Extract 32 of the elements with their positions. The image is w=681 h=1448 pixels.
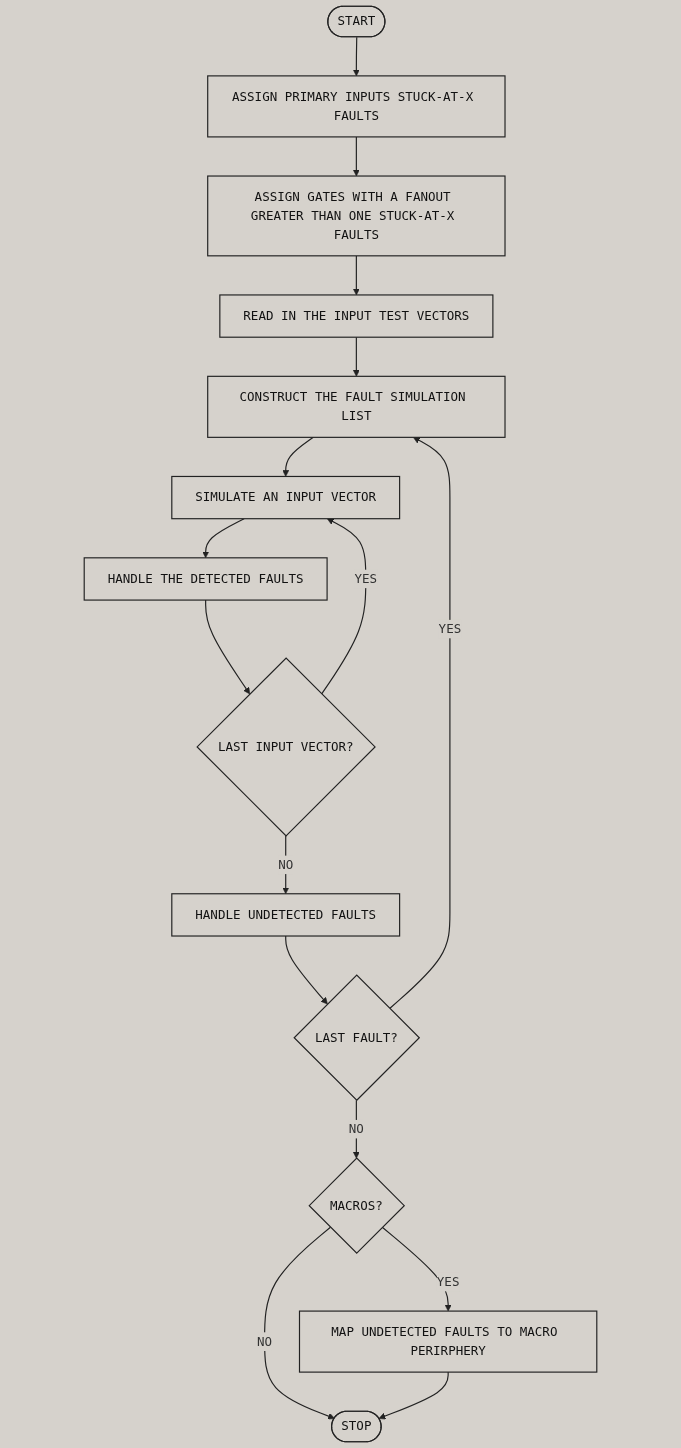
- edge-label: YES: [436, 1274, 460, 1290]
- node-diamond: LAST FAULT?: [293, 974, 421, 1102]
- node-box: HANDLE UNDETECTED FAULTS: [171, 893, 401, 937]
- node-box: READ IN THE INPUT TEST VECTORS: [219, 294, 494, 338]
- node-box: HANDLE THE DETECTED FAULTS: [83, 557, 328, 601]
- arrow: [282, 835, 290, 895]
- node-diamond: MACROS?: [308, 1157, 406, 1254]
- arrow: [381, 1226, 452, 1312]
- arrow: [282, 436, 314, 477]
- node-box: MAP UNDETECTED FAULTS TO MACRO PERIRPHERY: [298, 1310, 598, 1373]
- arrow: [285, 935, 328, 1005]
- node-box: CONSTRUCT THE FAULT SIMULATION LIST: [207, 375, 506, 438]
- node-box: ASSIGN GATES WITH A FANOUT GREATER THAN ONE STUCK-AT-X FAULTS: [207, 175, 506, 257]
- arrow: [389, 437, 451, 1010]
- arrow: [321, 518, 367, 695]
- arrow: [352, 36, 360, 77]
- arrow: [352, 1099, 360, 1159]
- arrow: [352, 336, 360, 377]
- arrow: [378, 1371, 449, 1420]
- node-box: ASSIGN PRIMARY INPUTS STUCK-AT-X FAULTS: [207, 75, 506, 138]
- edge-label: NO: [257, 1333, 273, 1349]
- node-box: SIMULATE AN INPUT VECTOR: [171, 475, 401, 520]
- edge-label: NO: [278, 857, 294, 872]
- arrow: [202, 518, 245, 559]
- edge-label: NO: [348, 1121, 364, 1137]
- arrow: [264, 1226, 335, 1420]
- arrow: [352, 136, 360, 177]
- arrow: [352, 255, 360, 296]
- arrow: [205, 599, 251, 695]
- node-diamond: LAST INPUT VECTOR?: [196, 657, 376, 837]
- edge-label: YES: [354, 571, 378, 586]
- edge-label: YES: [438, 621, 462, 637]
